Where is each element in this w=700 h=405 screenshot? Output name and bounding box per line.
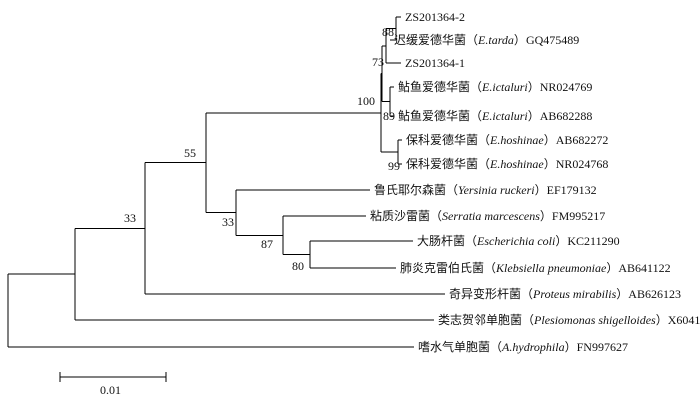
taxon-labels: ZS201364-2迟缓爱德华菌（E.tarda）GQ475489ZS20136… xyxy=(370,10,700,354)
taxon-label: 迟缓爱德华菌（E.tarda）GQ475489 xyxy=(394,32,579,47)
taxon-scientific-name: Klebsiella pneumoniae xyxy=(495,261,607,275)
taxon-label: 粘质沙雷菌（Serratia marcescens）FM995217 xyxy=(370,208,605,223)
paren-open: （ xyxy=(470,80,482,94)
taxon-scientific-name: Plesiomonas shigelloides xyxy=(533,313,656,327)
tree-branches xyxy=(7,16,445,348)
taxon-accession: EF179132 xyxy=(547,183,597,197)
taxon-name: 保科爱德华菌 xyxy=(406,156,478,171)
taxon-accession: NR024768 xyxy=(556,157,609,171)
taxon-name: 保科爱德华菌 xyxy=(406,132,478,147)
taxon-accession: AB641122 xyxy=(618,261,670,275)
paren-close: ） xyxy=(514,33,526,47)
bootstrap-value: 88 xyxy=(382,25,394,39)
taxon-label: 大肠杆菌（Escherichia coli）KC211290 xyxy=(417,234,620,248)
bootstrap-value: 55 xyxy=(184,146,196,160)
taxon-scientific-name: E.tarda xyxy=(477,33,514,47)
taxon-accession: GQ475489 xyxy=(526,33,579,47)
taxon-scientific-name: E.hoshinae xyxy=(489,133,544,147)
bootstrap-value: 87 xyxy=(261,237,273,251)
taxon-accession: AB682272 xyxy=(556,133,609,147)
paren-close: ） xyxy=(528,109,540,123)
paren-close: ） xyxy=(616,287,628,301)
paren-open: （ xyxy=(465,234,477,248)
taxon-name: 奇异变形杆菌 xyxy=(449,286,521,301)
taxon-label: 鲇鱼爱德华菌（E.ictaluri）NR024769 xyxy=(398,79,592,94)
taxon-name: 类志贺邻单胞菌 xyxy=(438,313,522,327)
taxon-scientific-name: Proteus mirabilis xyxy=(532,287,617,301)
paren-close: ） xyxy=(555,234,567,248)
paren-close: ） xyxy=(565,340,577,354)
bootstrap-value: 89 xyxy=(383,109,395,123)
taxon-accession: AB626123 xyxy=(628,287,681,301)
taxon-name: ZS201364-1 xyxy=(405,56,465,70)
taxon-name: 迟缓爱德华菌 xyxy=(394,32,466,47)
paren-close: ） xyxy=(544,157,556,171)
taxon-name: ZS201364-2 xyxy=(405,10,465,24)
bootstrap-value: 100 xyxy=(357,94,375,108)
taxon-name: 嗜水气单胞菌 xyxy=(418,339,490,354)
taxon-name: 粘质沙雷菌 xyxy=(370,208,430,223)
taxon-accession: AB682288 xyxy=(540,109,593,123)
scale-bar: 0.01 xyxy=(59,372,167,397)
taxon-scientific-name: Yersinia ruckeri xyxy=(458,183,535,197)
taxon-scientific-name: Serratia marcescens xyxy=(442,209,540,223)
taxon-label: 肺炎克雷伯氏菌（Klebsiella pneumoniae）AB641122 xyxy=(400,260,671,275)
paren-close: ） xyxy=(544,133,556,147)
taxon-name: 鲁氏耶尔森菌 xyxy=(374,182,446,197)
taxon-name: 肺炎克雷伯氏菌 xyxy=(400,260,484,275)
paren-open: （ xyxy=(490,340,502,354)
taxon-accession: FN997627 xyxy=(577,340,628,354)
paren-open: （ xyxy=(470,109,482,123)
taxon-label: 鲇鱼爱德华菌（E.ictaluri）AB682288 xyxy=(398,108,592,123)
taxon-label: 嗜水气单胞菌（A.hydrophila）FN997627 xyxy=(418,339,628,354)
paren-open: （ xyxy=(478,133,490,147)
paren-open: （ xyxy=(478,157,490,171)
paren-open: （ xyxy=(430,209,442,223)
taxon-label: ZS201364-2 xyxy=(405,10,465,24)
taxon-label: 类志贺邻单胞菌（Plesiomonas shigelloides）X60418 xyxy=(438,313,700,327)
bootstrap-value: 33 xyxy=(124,211,136,225)
taxon-scientific-name: E.hoshinae xyxy=(489,157,544,171)
bootstrap-values: 88 73 100 89 99 55 33 87 80 33 xyxy=(124,25,400,273)
paren-open: （ xyxy=(466,33,478,47)
bootstrap-value: 73 xyxy=(372,55,384,69)
taxon-accession: NR024769 xyxy=(540,80,593,94)
paren-open: （ xyxy=(521,287,533,301)
taxon-scientific-name: Escherichia coli xyxy=(476,234,555,248)
paren-close: ） xyxy=(656,313,668,327)
paren-close: ） xyxy=(540,209,552,223)
scale-bar-label: 0.01 xyxy=(100,383,121,397)
paren-open: （ xyxy=(446,183,458,197)
taxon-accession: FM995217 xyxy=(552,209,605,223)
taxon-name: 大肠杆菌 xyxy=(417,234,465,248)
taxon-label: 奇异变形杆菌（Proteus mirabilis）AB626123 xyxy=(449,286,681,301)
paren-open: （ xyxy=(522,313,534,327)
taxon-name: 鲇鱼爱德华菌 xyxy=(398,79,470,94)
bootstrap-value: 80 xyxy=(292,259,304,273)
taxon-scientific-name: A.hydrophila xyxy=(501,340,565,354)
paren-close: ） xyxy=(528,80,540,94)
paren-close: ） xyxy=(535,183,547,197)
taxon-scientific-name: E.ictaluri xyxy=(481,80,528,94)
bootstrap-value: 33 xyxy=(222,215,234,229)
taxon-name: 鲇鱼爱德华菌 xyxy=(398,108,470,123)
bootstrap-value: 99 xyxy=(388,159,400,173)
taxon-label: ZS201364-1 xyxy=(405,56,465,70)
taxon-label: 鲁氏耶尔森菌（Yersinia ruckeri）EF179132 xyxy=(374,182,597,197)
taxon-label: 保科爱德华菌（E.hoshinae）AB682272 xyxy=(406,132,608,147)
taxon-accession: X60418 xyxy=(668,313,700,327)
paren-close: ） xyxy=(606,261,618,275)
paren-open: （ xyxy=(484,261,496,275)
taxon-scientific-name: E.ictaluri xyxy=(481,109,528,123)
taxon-label: 保科爱德华菌（E.hoshinae）NR024768 xyxy=(406,156,608,171)
taxon-accession: KC211290 xyxy=(567,234,619,248)
